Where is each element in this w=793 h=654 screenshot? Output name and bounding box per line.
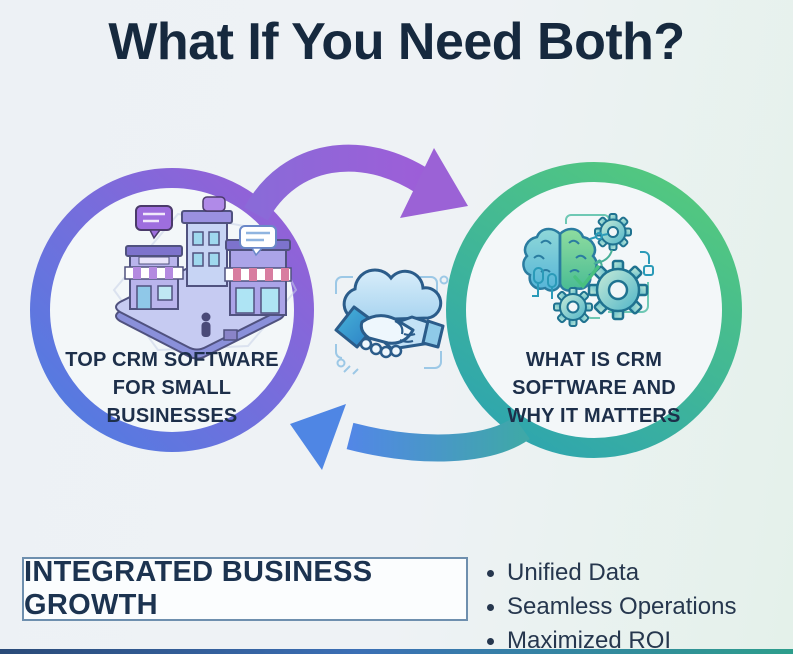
integrated-growth-box: INTEGRATED BUSINESS GROWTH bbox=[22, 556, 468, 621]
top-arrow-icon bbox=[244, 144, 468, 221]
benefit-label: Unified Data bbox=[507, 559, 640, 586]
left-circle-label: TOP CRM SOFTWARE FOR SMALL BUSINESSES bbox=[65, 349, 279, 427]
left-shop-awning bbox=[124, 266, 184, 280]
small-gear-bottom-icon bbox=[553, 287, 593, 327]
crate-icon bbox=[223, 329, 238, 341]
footer-accent-bar bbox=[0, 649, 793, 654]
right-circle-ring bbox=[446, 162, 742, 458]
circuit-pins-icon bbox=[532, 232, 654, 299]
small-speech-bubble-icon bbox=[202, 196, 226, 212]
purple-speech-bubble-icon bbox=[135, 205, 173, 240]
bullet-dot bbox=[487, 569, 494, 577]
benefit-label: Seamless Operations bbox=[507, 593, 737, 620]
person-icon bbox=[201, 312, 211, 337]
list-item: Unified Data bbox=[487, 556, 736, 590]
corner-brackets-icon bbox=[335, 275, 449, 375]
brain-icon bbox=[522, 227, 598, 292]
small-gear-top-icon bbox=[594, 213, 632, 251]
page-title: What If You Need Both? bbox=[108, 13, 685, 71]
integrated-growth-label: INTEGRATED BUSINESS GROWTH bbox=[24, 556, 373, 621]
left-circle-ring bbox=[30, 168, 314, 452]
small-business-storefronts-illustration bbox=[112, 196, 298, 360]
benefits-list: Unified Data Seamless Operations Maximiz… bbox=[487, 556, 736, 654]
right-shop-awning bbox=[224, 267, 292, 282]
bottom-arrow-icon bbox=[290, 404, 530, 470]
knuckles-icon bbox=[359, 337, 403, 359]
handshake-cloud-icon bbox=[334, 268, 449, 375]
checkmark-icon bbox=[573, 265, 600, 289]
bullet-dot bbox=[487, 603, 494, 611]
list-item: Seamless Operations bbox=[487, 590, 736, 624]
right-circle-label: WHAT IS CRM SOFTWARE AND WHY IT MATTERS bbox=[507, 349, 681, 427]
large-gear-icon bbox=[587, 259, 649, 321]
brain-and-gears-illustration bbox=[522, 213, 654, 327]
white-speech-bubble-icon bbox=[239, 225, 277, 257]
bullet-dot bbox=[487, 637, 494, 645]
